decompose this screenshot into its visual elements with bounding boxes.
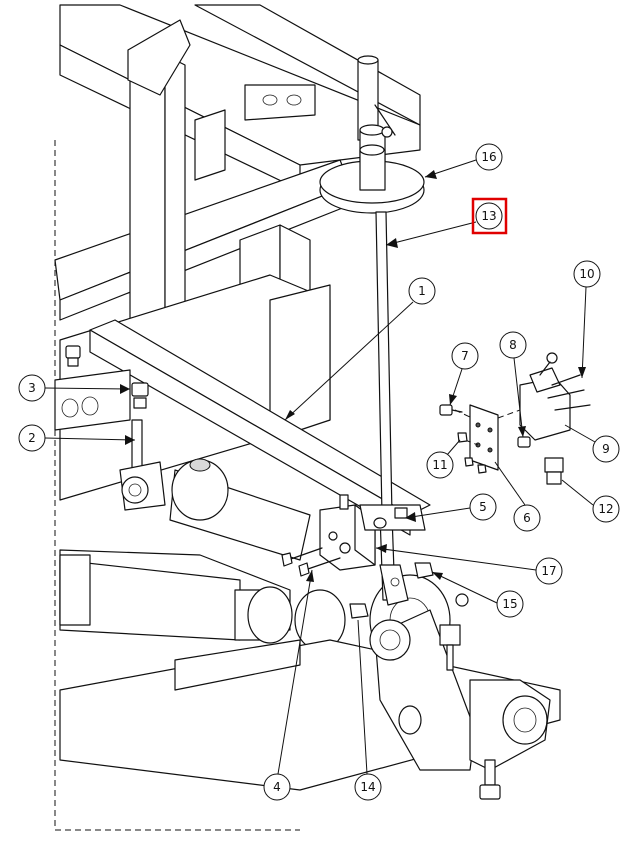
callout-label-1: 1 — [418, 284, 426, 298]
knuckle-bracket — [369, 593, 551, 800]
callout-13-highlight — [471, 197, 508, 235]
callout-label-4: 4 — [273, 780, 281, 794]
switch-kit — [439, 352, 591, 485]
hydraulic-cylinder — [169, 458, 311, 561]
callout-label-16: 16 — [481, 150, 496, 164]
callout-label-3: 3 — [28, 381, 36, 395]
callout-17[interactable]: 17 — [375, 544, 563, 585]
mounting-block — [281, 494, 434, 619]
callout-label-14: 14 — [360, 780, 375, 794]
callout-3[interactable]: 3 — [18, 374, 131, 402]
callout-4[interactable]: 4 — [263, 569, 314, 801]
arm-bar — [89, 319, 431, 536]
callout-6[interactable]: 6 — [494, 461, 541, 532]
callout-label-17: 17 — [541, 564, 556, 578]
left-bracket — [54, 345, 166, 511]
callout-label-8: 8 — [509, 338, 517, 352]
callout-5[interactable]: 5 — [404, 493, 497, 522]
callouts: 1 2 3 4 5 — [18, 143, 620, 801]
callout-label-13: 13 — [481, 209, 496, 223]
callout-label-15: 15 — [502, 597, 517, 611]
callout-12[interactable]: 12 — [561, 479, 620, 523]
callout-2[interactable]: 2 — [18, 424, 136, 452]
callout-16[interactable]: 16 — [424, 143, 503, 179]
callout-label-6: 6 — [523, 511, 531, 525]
callout-label-2: 2 — [28, 431, 36, 445]
callout-label-9: 9 — [602, 442, 610, 456]
callout-8[interactable]: 8 — [499, 331, 527, 438]
callout-15[interactable]: 15 — [431, 571, 524, 618]
callout-11[interactable]: 11 — [426, 439, 461, 479]
callout-label-11: 11 — [432, 458, 447, 472]
callout-14[interactable]: 14 — [354, 619, 382, 801]
callout-label-5: 5 — [479, 500, 487, 514]
callout-label-12: 12 — [598, 502, 613, 516]
callout-10[interactable]: 10 — [573, 260, 601, 379]
callout-label-10: 10 — [579, 267, 594, 281]
callout-label-7: 7 — [461, 349, 469, 363]
callout-13[interactable]: 13 — [385, 197, 508, 248]
callout-7[interactable]: 7 — [449, 342, 479, 406]
callout-1[interactable]: 1 — [284, 277, 436, 421]
callout-9[interactable]: 9 — [564, 424, 620, 463]
